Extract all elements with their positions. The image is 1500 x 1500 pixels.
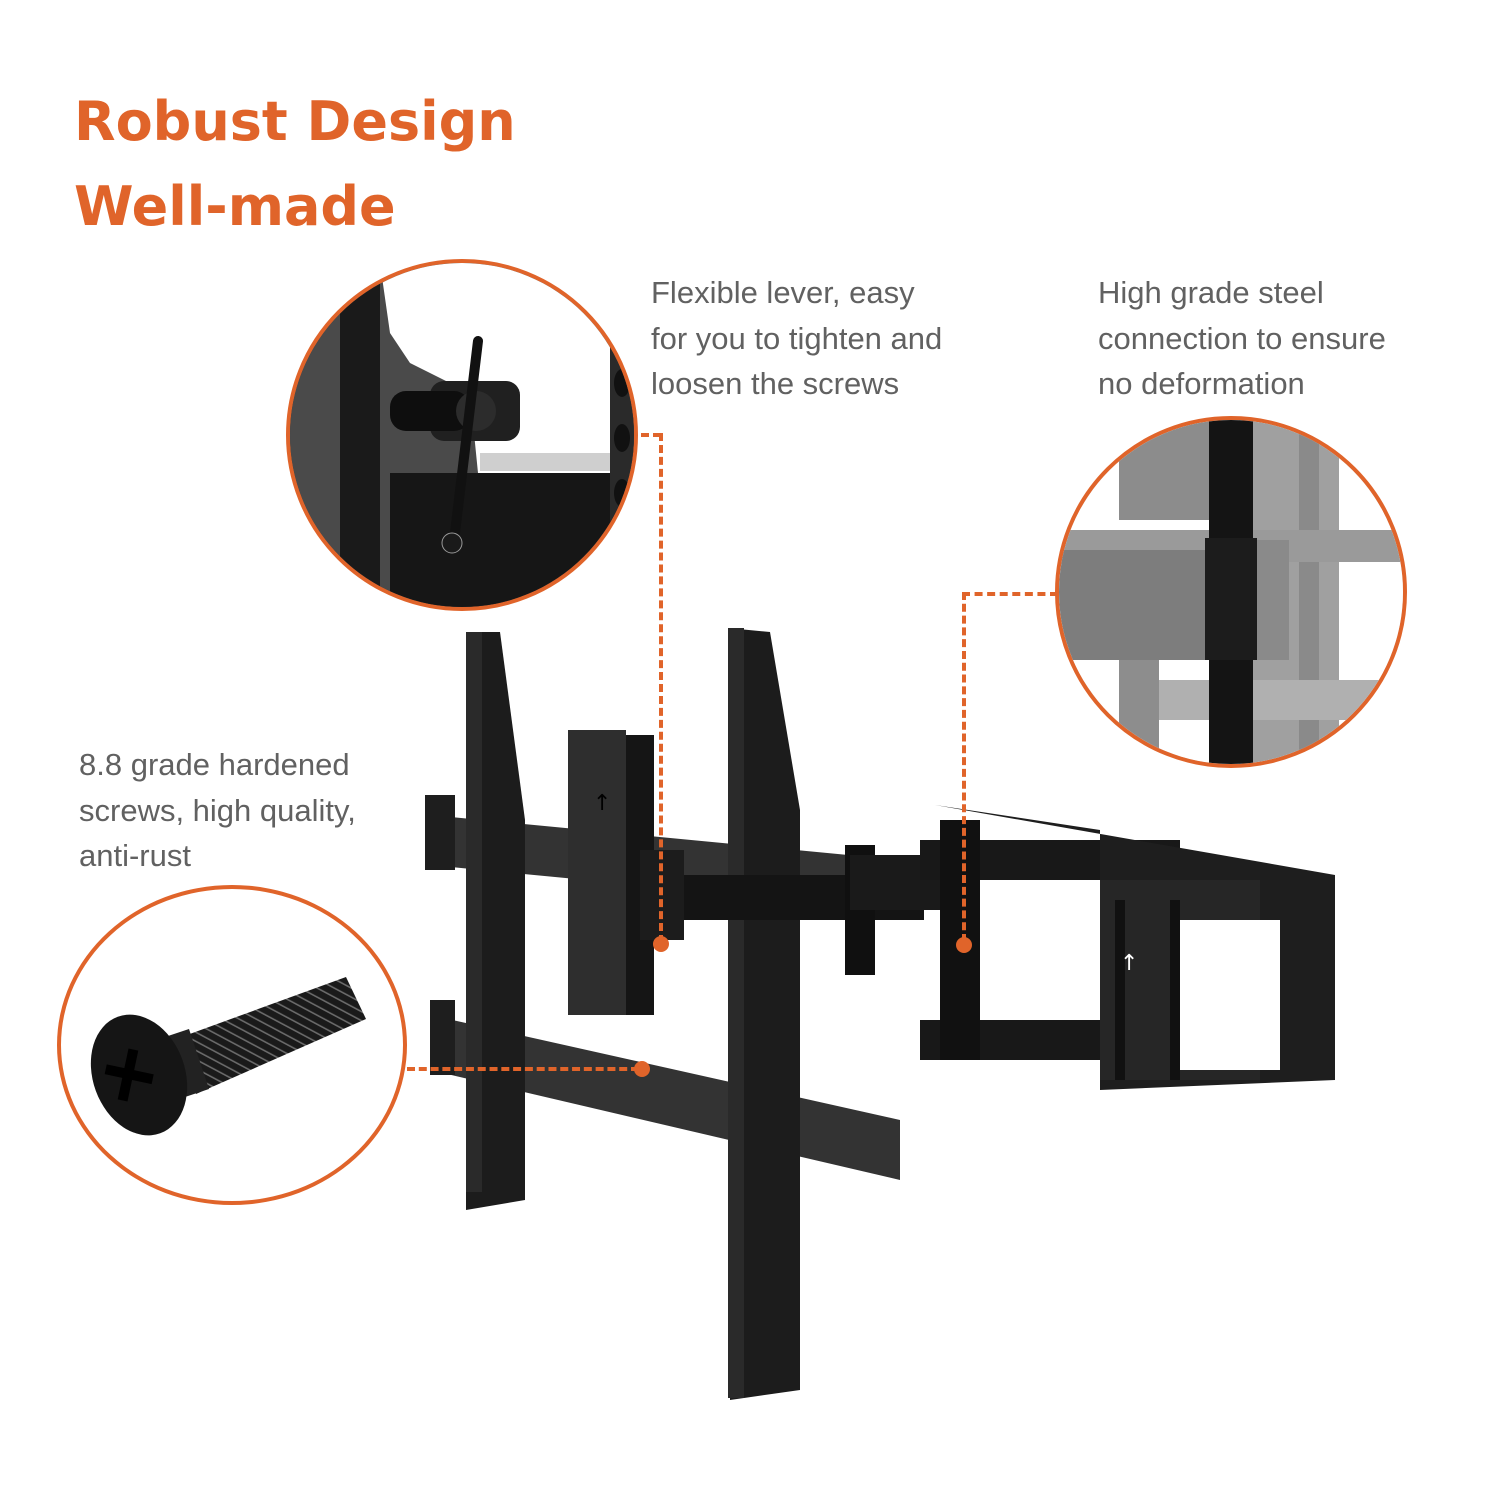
lever-closeup-illustration bbox=[290, 263, 634, 607]
callout-lever-text: Flexible lever, easy for you to tighten … bbox=[651, 270, 942, 407]
svg-text:↑: ↑ bbox=[1067, 951, 1085, 976]
callout-steel-line-1: High grade steel bbox=[1098, 275, 1324, 310]
callout-steel-line-3: no deformation bbox=[1098, 366, 1305, 401]
headline-line-2: Well-made bbox=[74, 175, 396, 238]
steel-pivot-closeup-image bbox=[1055, 416, 1407, 768]
callout-screws-line-1: 8.8 grade hardened bbox=[79, 747, 350, 782]
screw-illustration bbox=[90, 977, 366, 1136]
callout-screws-text: 8.8 grade hardened screws, high quality,… bbox=[79, 742, 356, 879]
tv-mount-illustration: ↑ ↑ ↑ bbox=[425, 628, 1335, 1400]
headline-line-1: Robust Design bbox=[74, 90, 516, 153]
screws-connector-line bbox=[407, 1067, 639, 1071]
callout-lever-line-2: for you to tighten and bbox=[651, 320, 943, 356]
callout-steel-line-2: connection to ensure bbox=[1098, 320, 1386, 356]
screw-closeup-image bbox=[57, 885, 407, 1205]
steel-connector-line bbox=[962, 592, 966, 942]
callout-screws-line-3: anti-rust bbox=[79, 838, 191, 873]
steel-connector-top bbox=[962, 592, 1058, 596]
lever-closeup-image bbox=[286, 259, 638, 611]
callout-lever-line-3: loosen the screws bbox=[651, 366, 900, 401]
callout-screws-line-2: screws, high quality, bbox=[79, 792, 356, 828]
svg-text:↑: ↑ bbox=[593, 791, 611, 816]
callout-steel-text: High grade steel connection to ensure no… bbox=[1098, 270, 1386, 407]
lever-connector-dot bbox=[653, 936, 669, 952]
lever-connector-top bbox=[641, 433, 661, 437]
svg-text:↑: ↑ bbox=[1120, 951, 1138, 976]
lever-connector-line bbox=[659, 433, 663, 943]
callout-lever-line-1: Flexible lever, easy bbox=[651, 275, 915, 310]
steel-pivot-illustration bbox=[1059, 420, 1403, 764]
steel-connector-dot bbox=[956, 937, 972, 953]
screws-connector-dot bbox=[634, 1061, 650, 1077]
